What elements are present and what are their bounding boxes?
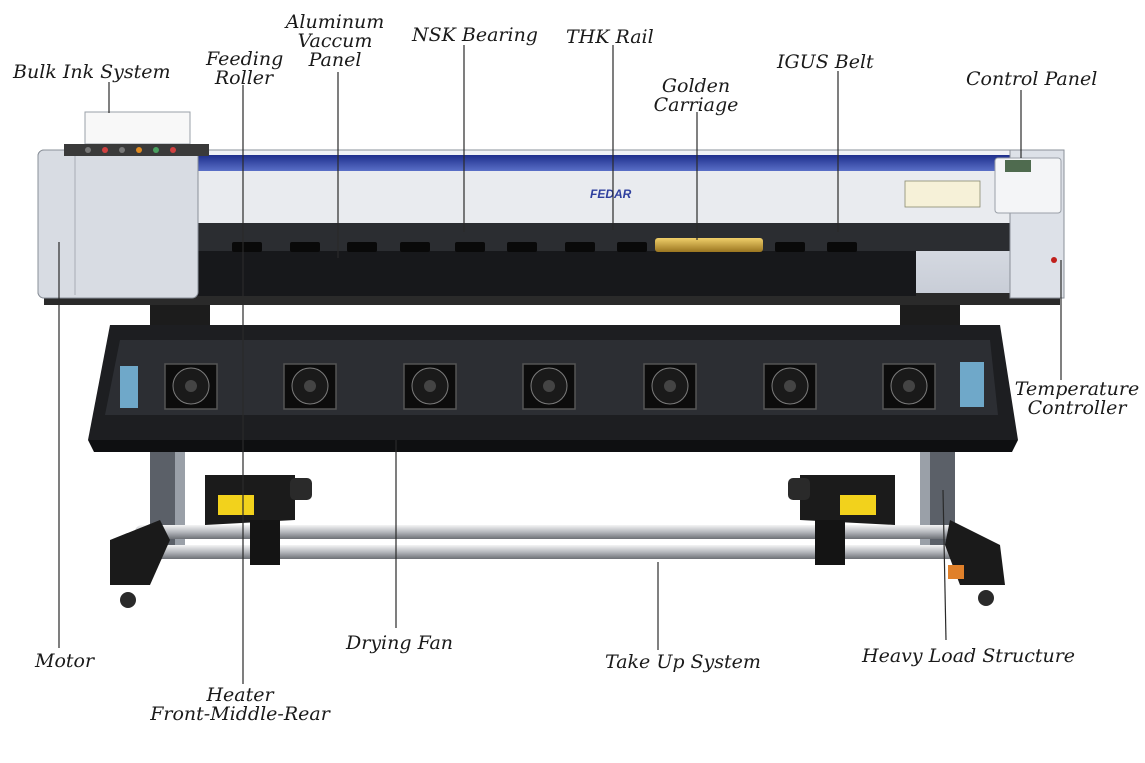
take-up-system	[135, 475, 970, 565]
pointer-lines	[58, 45, 1062, 684]
fan	[763, 363, 817, 410]
label-control-panel: Control Panel	[966, 68, 1098, 90]
brand-logo: FEDAR	[590, 187, 632, 201]
label-bulk-ink-system: Bulk Ink System	[13, 61, 171, 83]
media-clamps	[232, 242, 857, 252]
label-heavy-load-structure: Heavy Load Structure	[862, 645, 1076, 667]
fan	[403, 363, 457, 410]
bulk-ink-tank	[64, 111, 209, 156]
label-motor: Motor	[35, 650, 95, 672]
label-thk-rail: THK Rail	[566, 26, 654, 48]
fan	[283, 363, 337, 410]
golden-carriage	[655, 238, 763, 252]
fan	[882, 363, 936, 410]
fan	[643, 363, 697, 410]
label-nsk-bearing: NSK Bearing	[412, 24, 538, 46]
fan	[522, 363, 576, 410]
label-igus-belt: IGUS Belt	[777, 51, 874, 73]
printer-body: FEDAR	[37, 149, 1065, 305]
base-frame	[110, 520, 1005, 608]
fan	[164, 363, 218, 410]
label-drying-fan: Drying Fan	[346, 632, 454, 654]
label-take-up-system: Take Up System	[605, 651, 761, 673]
